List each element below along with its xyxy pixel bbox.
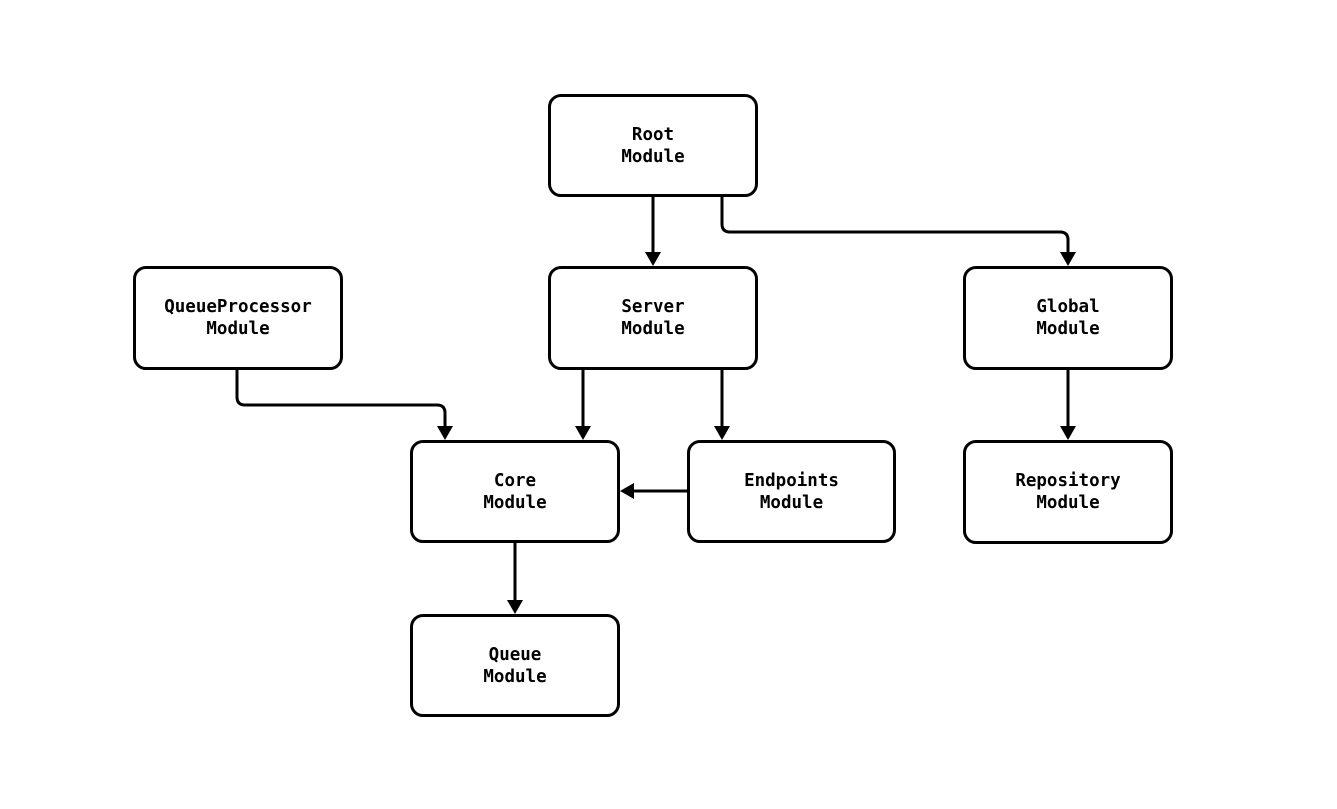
node-repository-label-line2: Module <box>1036 493 1100 513</box>
arrowhead-global-repository <box>1060 426 1076 440</box>
arrowhead-server-core <box>575 426 591 440</box>
node-endpoints-label-line2: Module <box>759 492 824 513</box>
node-core[interactable]: Core Module <box>410 440 620 543</box>
node-endpoints-label-line1: Endpoints <box>744 470 839 491</box>
node-queueprocessor[interactable]: QueueProcessor Module <box>133 266 343 370</box>
node-core-label-line2: Module <box>483 492 547 513</box>
node-server[interactable]: Server Module <box>548 266 758 370</box>
node-core-label-line1: Core <box>493 470 537 491</box>
edge-root-global <box>720 197 1070 254</box>
node-repository-label-line1: Repository <box>1015 471 1121 491</box>
node-root[interactable]: Root Module <box>548 94 758 197</box>
node-queue-label-line1: Queue <box>488 644 542 665</box>
edges-group <box>235 197 1070 602</box>
arrowheads-group <box>437 252 1076 614</box>
node-queueprocessor-label-line1: QueueProcessor <box>164 297 312 317</box>
node-server-label-line2: Module <box>621 319 685 339</box>
node-queue-label-line2: Module <box>483 666 547 687</box>
node-root-label-line2: Module <box>621 146 685 167</box>
node-global-label-line1: Global <box>1036 297 1100 317</box>
node-queueprocessor-label-line2: Module <box>206 319 270 339</box>
arrowhead-core-queue <box>507 600 523 614</box>
node-root-label-line1: Root <box>631 124 675 145</box>
node-endpoints[interactable]: Endpoints Module <box>687 440 896 543</box>
arrowhead-root-global <box>1060 252 1076 266</box>
edge-queueproc-core <box>235 370 447 428</box>
arrowhead-server-endpoints <box>714 426 730 440</box>
arrowhead-queueproc-core <box>437 426 453 440</box>
arrowhead-root-server <box>645 252 661 266</box>
node-global[interactable]: Global Module <box>963 266 1173 370</box>
node-global-label-line2: Module <box>1036 319 1100 339</box>
node-queue[interactable]: Queue Module <box>410 614 620 717</box>
node-server-label-line1: Server <box>621 297 685 317</box>
node-repository[interactable]: Repository Module <box>963 440 1173 544</box>
arrowhead-endpoints-core <box>620 483 634 499</box>
